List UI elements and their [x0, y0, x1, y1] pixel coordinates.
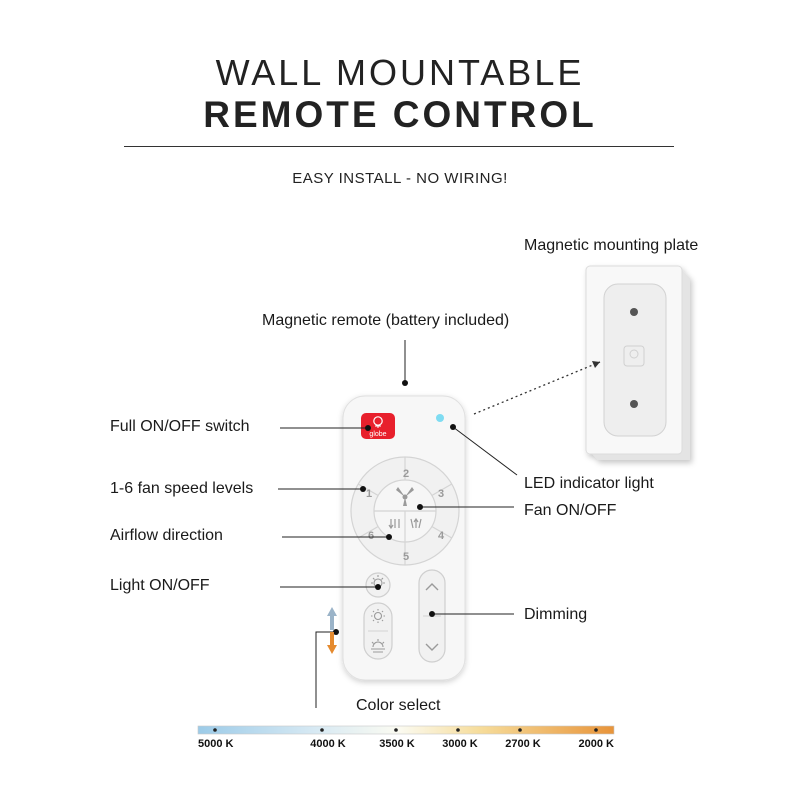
label-full-on-off: Full ON/OFF switch — [110, 418, 250, 435]
callout-speed-dot — [360, 486, 366, 492]
mounting-plate-logo-icon — [623, 345, 645, 367]
title-line-2: REMOTE CONTROL — [203, 94, 597, 135]
callout-fan-dot — [417, 504, 423, 510]
fan-icon[interactable] — [396, 487, 414, 506]
callout-led-dot — [450, 424, 456, 430]
label-magnetic-remote: Magnetic remote (battery included) — [262, 312, 510, 329]
label-color-select: Color select — [356, 697, 441, 714]
speed-digit-5[interactable]: 5 — [403, 551, 409, 563]
scale-marker-3500 — [394, 728, 398, 732]
label-dimming: Dimming — [524, 606, 588, 623]
callout-airflow-dot — [386, 534, 392, 540]
callout-light-dot — [375, 584, 381, 590]
subtitle: EASY INSTALL - NO WIRING! — [292, 170, 508, 187]
sun-cool-icon — [371, 609, 385, 623]
scale-marker-5000 — [213, 728, 217, 732]
callout-color-dot — [333, 629, 339, 635]
speed-digit-6[interactable]: 6 — [368, 530, 374, 542]
scale-tick-4000: 4000 K — [310, 738, 346, 750]
connector-arrowhead — [592, 361, 600, 368]
scale-marker-2700 — [518, 728, 522, 732]
callout-color-line — [315, 631, 336, 708]
cool-arrow-icon — [327, 607, 337, 630]
airflow-up-icon[interactable] — [410, 517, 422, 529]
power-button-brand: globe — [369, 431, 386, 438]
warm-arrow-icon — [327, 632, 337, 654]
mounting-plate-recess — [603, 283, 667, 437]
label-led-indicator: LED indicator light — [524, 475, 654, 492]
led-indicator — [436, 414, 444, 422]
label-light-on-off: Light ON/OFF — [110, 577, 210, 594]
scale-tick-5000: 5000 K — [198, 738, 234, 750]
sun-warm-icon — [371, 639, 385, 653]
callout-power-dot — [365, 425, 371, 431]
scale-tick-3500: 3500 K — [379, 738, 415, 750]
callout-dimming-dot — [429, 611, 435, 617]
dim-down-icon[interactable] — [425, 643, 439, 651]
speed-digit-2[interactable]: 2 — [403, 468, 409, 480]
scale-marker-2000 — [594, 728, 598, 732]
callout-remote-dot — [402, 380, 408, 386]
title-divider — [124, 146, 674, 147]
mounting-screw-bottom — [630, 400, 638, 408]
label-fan-speed: 1-6 fan speed levels — [110, 480, 254, 497]
scale-tick-2700: 2700 K — [505, 738, 541, 750]
color-temperature-scale — [197, 725, 615, 735]
dim-up-icon[interactable] — [425, 583, 439, 591]
scale-marker-3000 — [456, 728, 460, 732]
scale-tick-2000: 2000 K — [578, 738, 614, 750]
label-mounting-plate: Magnetic mounting plate — [524, 237, 699, 254]
globe-logo-icon — [373, 416, 383, 428]
title-line-1: WALL MOUNTABLE — [215, 52, 585, 93]
dotted-connector — [473, 361, 601, 415]
scale-marker-4000 — [320, 728, 324, 732]
speed-digit-4[interactable]: 4 — [438, 530, 445, 542]
label-fan-on-off: Fan ON/OFF — [524, 502, 617, 519]
speed-digit-3[interactable]: 3 — [438, 488, 444, 500]
mounting-screw-top — [630, 308, 638, 316]
scale-tick-3000: 3000 K — [442, 738, 478, 750]
airflow-down-icon[interactable] — [388, 519, 400, 530]
speed-digit-1[interactable]: 1 — [366, 488, 372, 500]
callout-led-line — [452, 426, 518, 476]
label-airflow: Airflow direction — [110, 527, 223, 544]
